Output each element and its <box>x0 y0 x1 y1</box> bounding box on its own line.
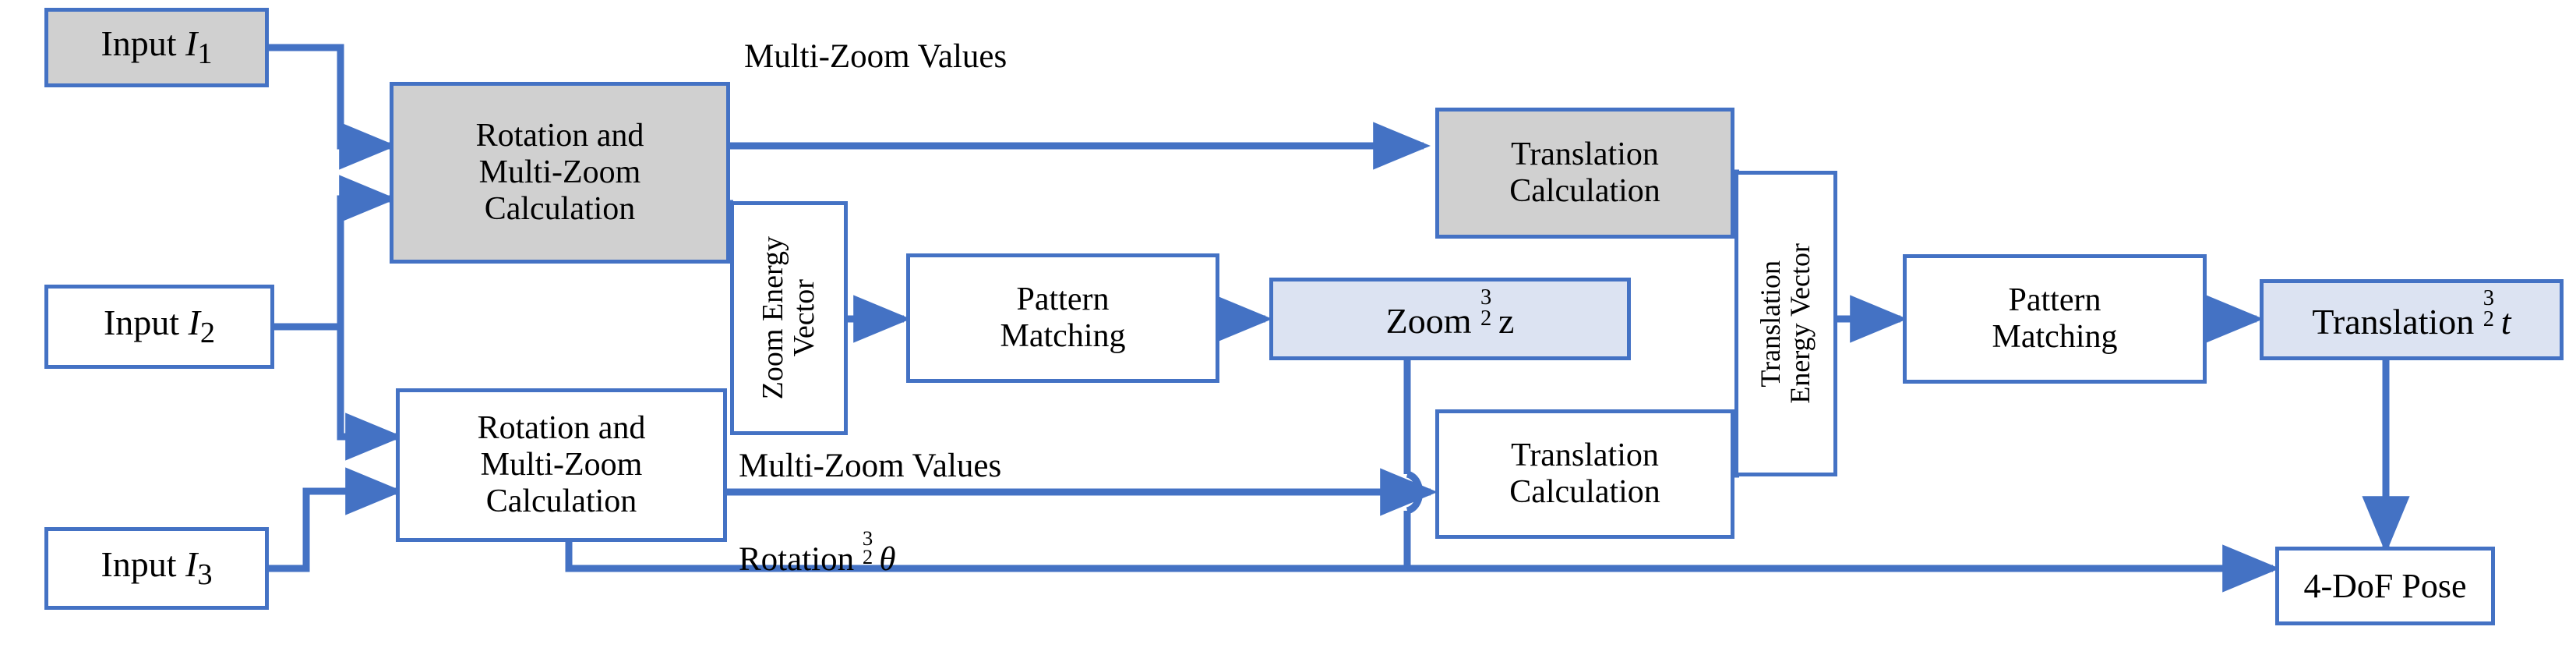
node-input-1[interactable]: Input I1 <box>44 8 269 87</box>
rotation-top-line-3: Calculation <box>484 191 636 228</box>
input-1-label: Input I1 <box>101 23 213 71</box>
translation-calc-bottom-line-1: Translation <box>1511 437 1659 473</box>
wire-input3-to-rotation-bottom <box>269 467 404 572</box>
node-input-2[interactable]: Input I2 <box>44 285 274 369</box>
rotation-top-line-2: Multi-Zoom <box>478 154 641 190</box>
translation-calc-top-line-1: Translation <box>1511 136 1659 172</box>
node-rotation-multizoom-bottom[interactable]: Rotation and Multi-Zoom Calculation <box>396 388 727 542</box>
rotation-bottom-line-1: Rotation and <box>477 409 646 446</box>
node-rotation-multizoom-top[interactable]: Rotation and Multi-Zoom Calculation <box>390 82 730 264</box>
node-translation-calculation-bottom[interactable]: Translation Calculation <box>1435 409 1734 539</box>
pattern-matching-1-line-1: Pattern <box>1016 281 1110 317</box>
node-pattern-matching-1[interactable]: Pattern Matching <box>906 253 1219 383</box>
pose-output-label: 4-DoF Pose <box>2303 566 2467 605</box>
rotation-bottom-line-2: Multi-Zoom <box>480 446 643 483</box>
rotation-top-line-1: Rotation and <box>475 117 644 154</box>
wire-input1-to-rotation-top <box>269 44 397 170</box>
pattern-matching-1-line-2: Matching <box>1000 318 1126 354</box>
node-zoom-energy-vector[interactable]: Zoom Energy Vector <box>730 201 848 435</box>
wire-input2-to-rotation-top <box>337 175 397 327</box>
wire-zoom-hop <box>1406 470 1424 515</box>
translation-energy-vector-label: Translation Energy Vector <box>1755 243 1816 404</box>
edge-label-multi-zoom-values-bottom: Multi-Zoom Values <box>739 448 1002 484</box>
node-input-3[interactable]: Input I3 <box>44 527 269 610</box>
wire-input2-to-rotation-bottom <box>337 327 404 461</box>
pattern-matching-2-line-1: Pattern <box>2008 281 2101 318</box>
edge-label-multi-zoom-values-top: Multi-Zoom Values <box>744 38 1007 75</box>
pattern-matching-2-line-2: Matching <box>1992 319 2118 355</box>
translation-calc-bottom-line-2: Calculation <box>1509 474 1660 510</box>
node-translation-energy-vector[interactable]: Translation Energy Vector <box>1734 171 1837 476</box>
node-pattern-matching-2[interactable]: Pattern Matching <box>1903 254 2207 384</box>
input-3-label: Input I3 <box>101 544 213 592</box>
zoom-energy-vector-label: Zoom Energy Vector <box>756 236 820 400</box>
translation-calc-top-line-2: Calculation <box>1509 173 1660 209</box>
rotation-bottom-line-3: Calculation <box>485 483 637 520</box>
wire-rotation-theta-to-pose <box>565 542 2281 593</box>
input-2-label: Input I2 <box>103 303 216 350</box>
node-pose-output[interactable]: 4-DoF Pose <box>2275 547 2495 625</box>
node-translation-calculation-top[interactable]: Translation Calculation <box>1435 108 1734 239</box>
